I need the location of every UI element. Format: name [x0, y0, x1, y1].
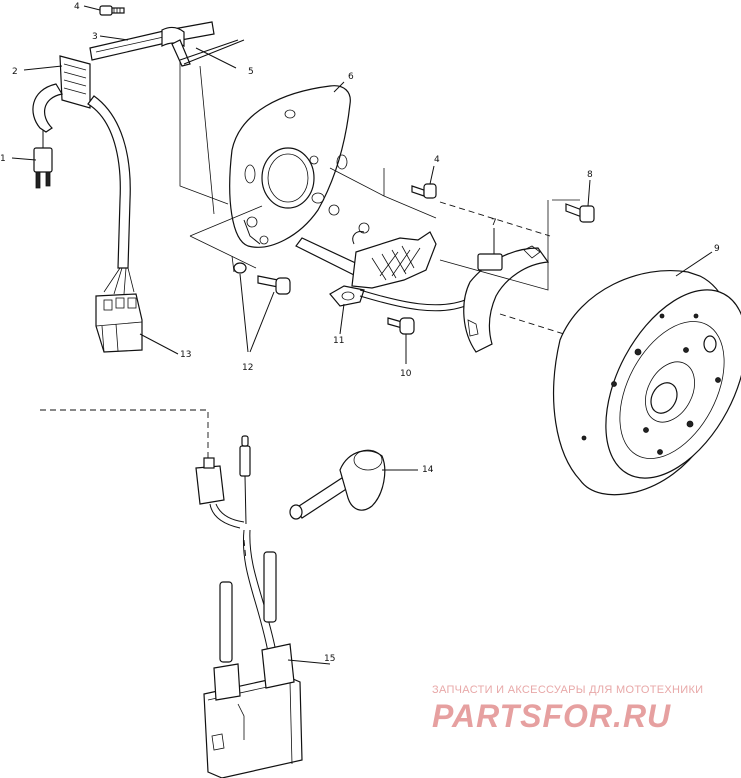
callout-4-top: 4	[74, 2, 80, 12]
alignment-lines	[40, 62, 580, 561]
callout-14: 14	[422, 465, 434, 475]
pulser-connector	[195, 435, 251, 529]
spark-plug-cap	[289, 449, 386, 520]
callout-labels: 1 2 3 4 5 6 4 8 7 9 13 12 11 10 14 15	[0, 2, 720, 664]
flywheel	[553, 270, 741, 496]
callout-12: 12	[242, 363, 253, 373]
ignition-coil	[203, 529, 303, 778]
connector-block	[95, 293, 143, 353]
callout-11: 11	[333, 336, 344, 346]
callout-9: 9	[714, 244, 720, 254]
screw-8	[565, 203, 595, 223]
wiring-harness	[32, 5, 215, 353]
callout-3: 3	[92, 32, 98, 42]
bolt-top	[99, 5, 125, 16]
pulser-coil	[463, 245, 550, 353]
stator-plate	[229, 85, 351, 248]
callout-15: 15	[324, 654, 335, 664]
callout-1: 1	[0, 154, 6, 164]
callout-5: 5	[248, 67, 254, 77]
callout-10: 10	[400, 369, 412, 379]
connector-plug	[33, 130, 53, 189]
watermark-tagline: ЗАПЧАСТИ И АКСЕССУАРЫ ДЛЯ МОТОТЕХНИКИ	[432, 684, 704, 696]
callout-4-right: 4	[434, 155, 440, 165]
watermark-logo: PARTSFOR.RU	[432, 698, 672, 734]
lighting-coil	[295, 222, 471, 312]
callout-2: 2	[12, 67, 18, 77]
callout-13: 13	[180, 350, 191, 360]
callout-7: 7	[491, 218, 497, 228]
screw-12	[233, 262, 291, 295]
leader-lines	[11, 5, 713, 665]
screw-10	[387, 317, 415, 335]
callout-6: 6	[348, 72, 354, 82]
callout-8: 8	[587, 170, 593, 180]
screw-4-right	[411, 183, 437, 199]
